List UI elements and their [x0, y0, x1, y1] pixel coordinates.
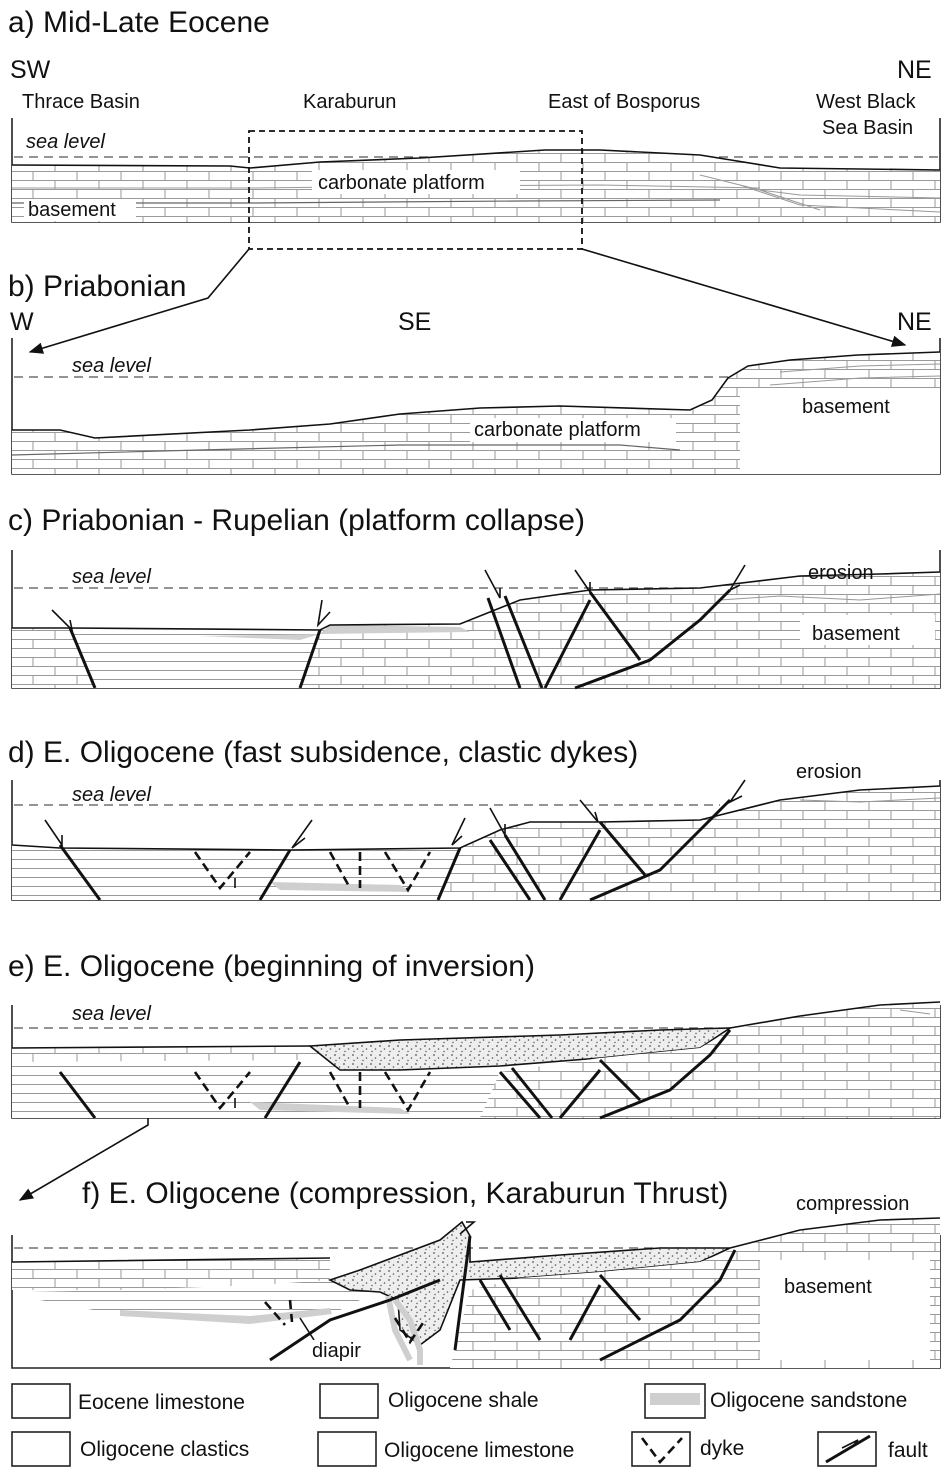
panel-e: e) E. Oligocene (beginning of inversion)…: [8, 950, 940, 1200]
dyke-icon: [642, 1438, 682, 1462]
oligocene-limestone-swatch: [318, 1432, 376, 1466]
basement-label: basement: [28, 199, 116, 221]
sea-level-label: sea level: [26, 131, 105, 153]
panel-a-title: a) Mid-Late Eocene: [8, 6, 270, 39]
basement-label: basement: [812, 623, 900, 645]
legend-label: Oligocene limestone: [384, 1439, 574, 1462]
carbonate-platform-label: carbonate platform: [474, 419, 641, 441]
sea-level-label: sea level: [72, 784, 151, 806]
legend-label: Oligocene clastics: [80, 1438, 249, 1461]
basement-label: basement: [802, 396, 890, 418]
direction-sw: SW: [10, 56, 51, 84]
zoom-arrow-right: [582, 249, 905, 345]
panel-c-title: c) Priabonian - Rupelian (platform colla…: [8, 504, 585, 537]
panel-e-title: e) E. Oligocene (beginning of inversion): [8, 950, 535, 983]
direction-ne: NE: [897, 308, 932, 336]
label-karaburun: Karaburun: [303, 91, 396, 113]
erosion-label: erosion: [796, 761, 862, 783]
legend-item-dyke: dyke: [632, 1432, 744, 1466]
oligocene-shale-swatch: [320, 1384, 378, 1418]
sea-level-label: sea level: [72, 1003, 151, 1025]
panel-d: d) E. Oligocene (fast subsidence, clasti…: [8, 736, 940, 900]
label-east-of-bosporus: East of Bosporus: [548, 91, 700, 113]
compression-label: compression: [796, 1193, 909, 1215]
legend-item-fault: fault: [818, 1432, 928, 1466]
panel-f-title: f) E. Oligocene (compression, Karaburun …: [82, 1177, 728, 1210]
carbonate-platform-label: carbonate platform: [318, 172, 485, 194]
sea-level-label: sea level: [72, 355, 151, 377]
erosion-label: erosion: [808, 562, 874, 584]
legend-label: fault: [888, 1439, 928, 1462]
direction-w: W: [10, 308, 34, 336]
sea-level-label: sea level: [72, 566, 151, 588]
label-thrace-basin: Thrace Basin: [22, 91, 140, 113]
panel-b: b) Priabonian W SE NE sea level basement…: [8, 270, 940, 474]
direction-ne: NE: [897, 56, 932, 84]
label-sea-basin: Sea Basin: [822, 117, 913, 139]
label-west-black: West Black: [816, 91, 917, 113]
legend-label: Eocene limestone: [78, 1391, 245, 1414]
legend-item-oligocene-sandstone: Oligocene sandstone: [645, 1384, 907, 1418]
fault-icon: [826, 1436, 870, 1462]
oligocene-clastics-swatch: [12, 1432, 70, 1466]
panel-f: f) E. Oligocene (compression, Karaburun …: [12, 1177, 940, 1368]
legend-item-oligocene-limestone: Oligocene limestone: [318, 1432, 574, 1466]
legend-item-oligocene-clastics: Oligocene clastics: [12, 1432, 249, 1466]
legend-label: Oligocene sandstone: [710, 1389, 907, 1412]
legend-label: Oligocene shale: [388, 1389, 539, 1412]
legend-item-oligocene-shale: Oligocene shale: [320, 1384, 539, 1418]
legend: Eocene limestone Oligocene shale Oligoce…: [12, 1384, 928, 1466]
diapir-label: diapir: [312, 1340, 361, 1362]
eocene-limestone-swatch: [12, 1384, 70, 1418]
panel-c: c) Priabonian - Rupelian (platform colla…: [8, 504, 940, 688]
legend-item-eocene-limestone: Eocene limestone: [12, 1384, 245, 1418]
legend-label: dyke: [700, 1437, 744, 1460]
direction-se: SE: [398, 308, 431, 336]
basement-label: basement: [784, 1276, 872, 1298]
panel-b-title: b) Priabonian: [8, 270, 186, 303]
panel-d-title: d) E. Oligocene (fast subsidence, clasti…: [8, 736, 638, 769]
